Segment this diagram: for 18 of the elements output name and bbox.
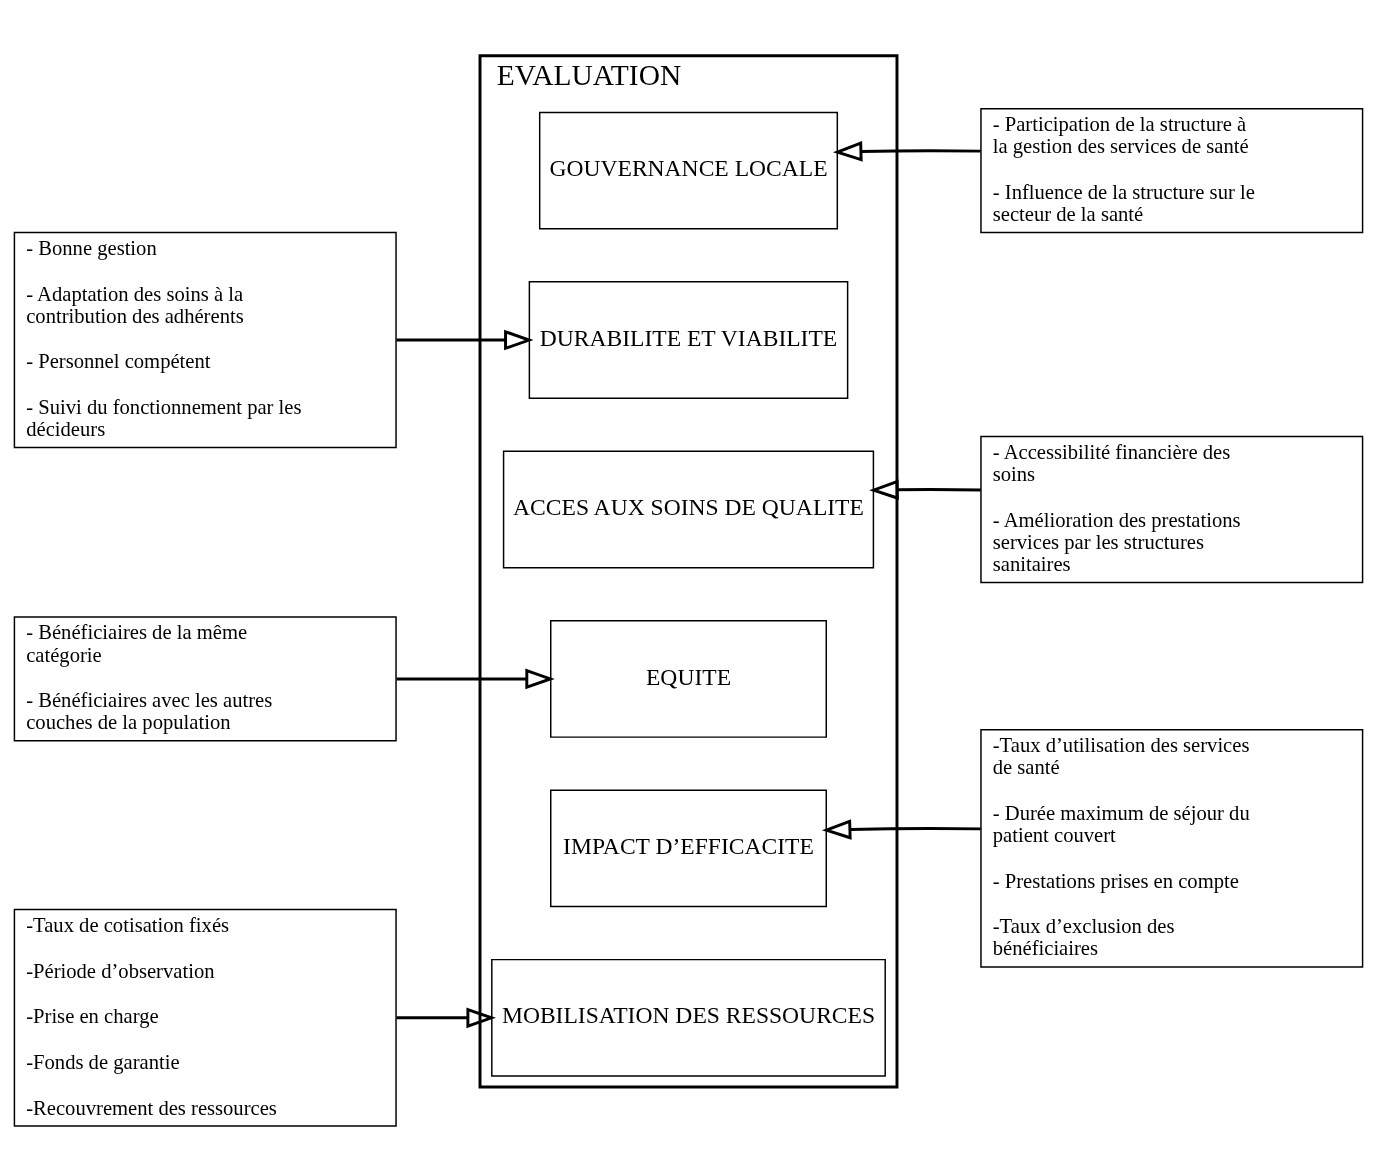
arrow xyxy=(832,140,981,162)
node-box: EQUITE xyxy=(550,619,827,738)
node-box: - Bénéficiaires de la même catégorie - Bénéficiaires avec les autres couches de la population xyxy=(13,615,397,742)
arrow xyxy=(396,329,534,350)
node-box: MOBILISATION DES RESSOURCES xyxy=(491,958,886,1077)
node-box: - Accessibilité financière des soins - Amélioration des prestations services par les structures sanitaires xyxy=(980,435,1364,583)
node-box: -Taux d’utilisation des services de santé - Durée maximum de séjour du patient couvert - Prestations prises en compte -Taux d’exclusion des bénéficiaires xyxy=(980,728,1364,968)
node-box: - Bonne gestion - Adaptation des soins à la contribution des adhérents - Personnel compétent - Suivi du fonctionnement par les décideurs xyxy=(13,231,397,448)
node-box: DURABILITE ET VIABILITE xyxy=(528,280,849,399)
node-box: - Participation de la structure à la gestion des services de santé - Influence de la structure sur le secteur de la santé xyxy=(980,107,1364,233)
arrow xyxy=(396,668,555,689)
node-box: GOUVERNANCE LOCALE xyxy=(538,111,839,230)
arrow xyxy=(396,1007,496,1028)
node-box: ACCES AUX SOINS DE QUALITE xyxy=(502,450,875,568)
node-box: -Taux de cotisation fixés -Période d’observation -Prise en charge -Fonds de garantie -Recouvrement des ressources xyxy=(13,908,397,1127)
arrow xyxy=(869,478,981,500)
arrow xyxy=(821,818,981,840)
node-box: IMPACT D’EFFICACITE xyxy=(550,788,827,907)
